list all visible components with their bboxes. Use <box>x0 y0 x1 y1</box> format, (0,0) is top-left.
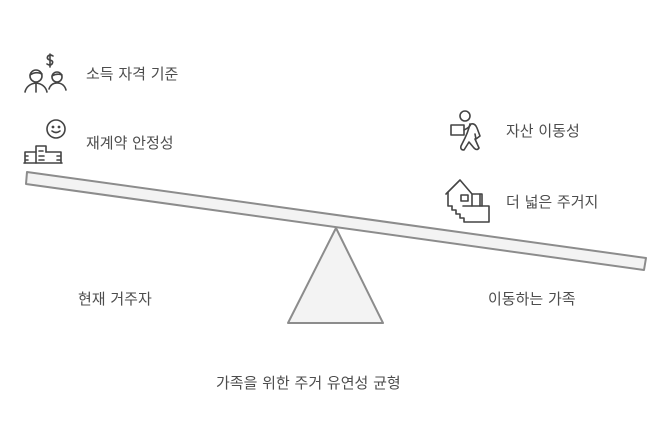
left-group-label: 현재 거주자 <box>78 290 152 308</box>
seesaw-fulcrum <box>287 227 384 324</box>
right-item-larger-housing: 더 넓은 주거지 <box>506 193 599 211</box>
person-carrying-box-icon <box>448 110 490 156</box>
left-item-income-criteria: 소득 자격 기준 <box>86 65 179 83</box>
happy-building-icon <box>22 118 72 164</box>
diagram-title: 가족을 위한 주거 유연성 균형 <box>216 374 401 392</box>
people-money-icon <box>22 52 72 94</box>
house-stairs-icon <box>444 178 494 224</box>
right-group-label: 이동하는 가족 <box>488 290 576 308</box>
left-item-renewal-stability: 재계약 안정성 <box>86 134 174 152</box>
right-item-asset-mobility: 자산 이동성 <box>506 122 580 140</box>
seesaw-beam <box>25 171 647 271</box>
